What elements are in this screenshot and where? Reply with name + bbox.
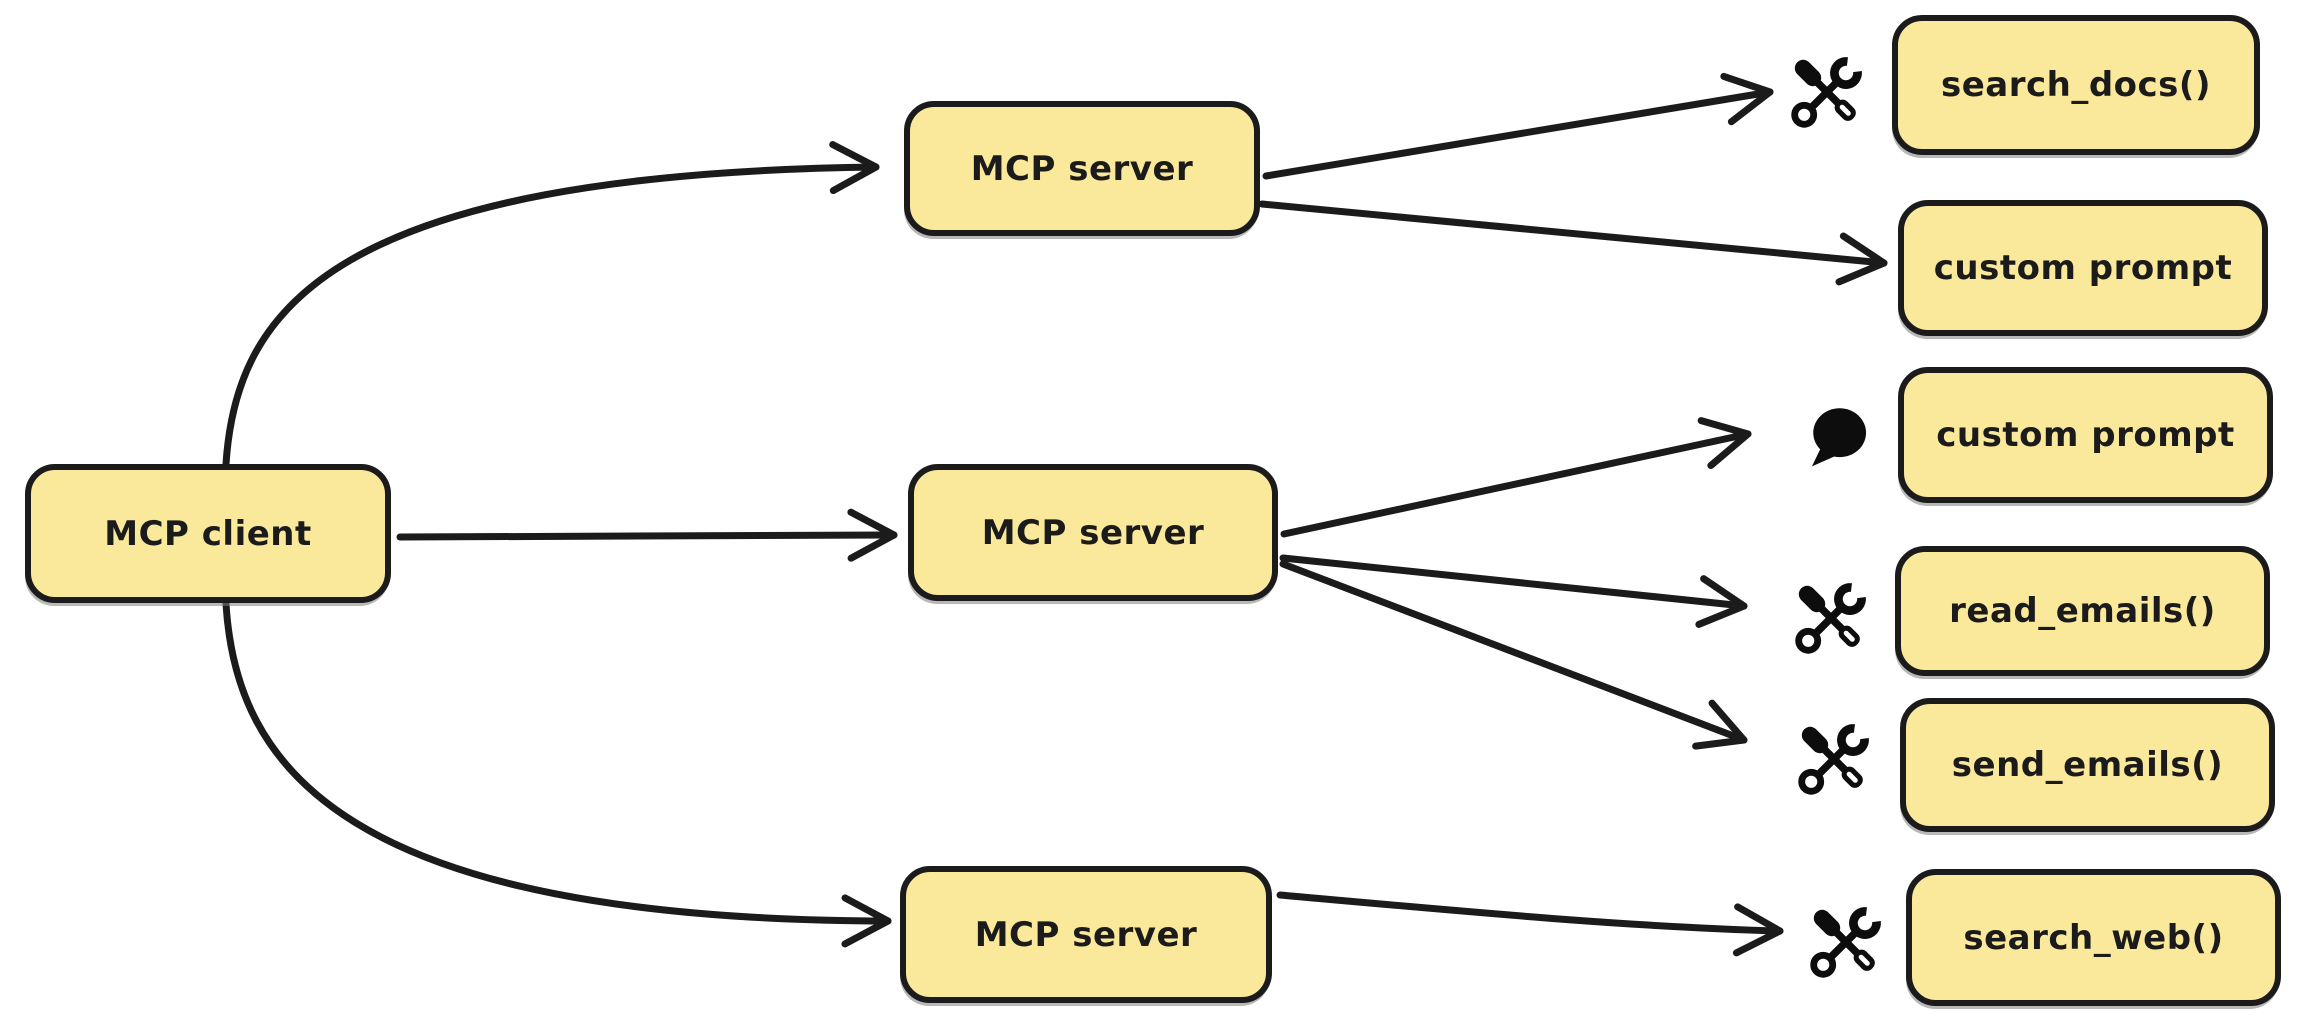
arrow-client-to-server-top	[222, 141, 880, 468]
node-mcp-client: MCP client	[25, 464, 391, 603]
tools-icon	[1793, 580, 1869, 656]
node-mcp-server-mid: MCP server	[908, 464, 1278, 601]
arrow-servermid-to-read-emails	[1279, 554, 1748, 628]
node-mcp-server-bottom-label: MCP server	[974, 914, 1198, 955]
node-search-docs: search_docs()	[1892, 15, 2260, 155]
node-mcp-server-bottom: MCP server	[900, 866, 1272, 1003]
arrow-servermid-to-custom-prompt	[1280, 417, 1752, 538]
node-mcp-server-mid-label: MCP server	[981, 512, 1205, 553]
node-custom-prompt-top: custom prompt	[1898, 200, 2268, 336]
node-mcp-client-label: MCP client	[104, 513, 312, 554]
node-search-web: search_web()	[1906, 869, 2281, 1006]
node-send-emails: send_emails()	[1900, 698, 2275, 832]
speech-bubble-icon	[1811, 408, 1867, 467]
tools-icon	[1796, 721, 1872, 797]
arrow-serverbottom-to-search-web	[1276, 891, 1784, 957]
arrow-servertop-to-search-docs	[1262, 72, 1774, 180]
node-mcp-server-top: MCP server	[904, 101, 1260, 236]
arrow-servermid-to-send-emails	[1279, 560, 1748, 750]
node-mcp-server-top-label: MCP server	[970, 148, 1194, 189]
tools-icon	[1789, 54, 1865, 130]
node-send-emails-label: send_emails()	[1951, 745, 2224, 785]
node-search-web-label: search_web()	[1963, 917, 2224, 958]
node-read-emails: read_emails()	[1895, 546, 2270, 676]
node-search-docs-label: search_docs()	[1940, 65, 2212, 105]
node-custom-prompt-top-label: custom prompt	[1933, 248, 2233, 288]
arrow-client-to-server-mid	[396, 508, 898, 562]
arrow-client-to-server-bottom	[222, 600, 892, 948]
node-read-emails-label: read_emails()	[1949, 591, 2216, 631]
arrow-servertop-to-custom-prompt	[1258, 200, 1888, 286]
tools-icon	[1808, 904, 1884, 980]
node-custom-prompt-mid: custom prompt	[1898, 367, 2273, 503]
node-custom-prompt-mid-label: custom prompt	[1936, 415, 2235, 455]
